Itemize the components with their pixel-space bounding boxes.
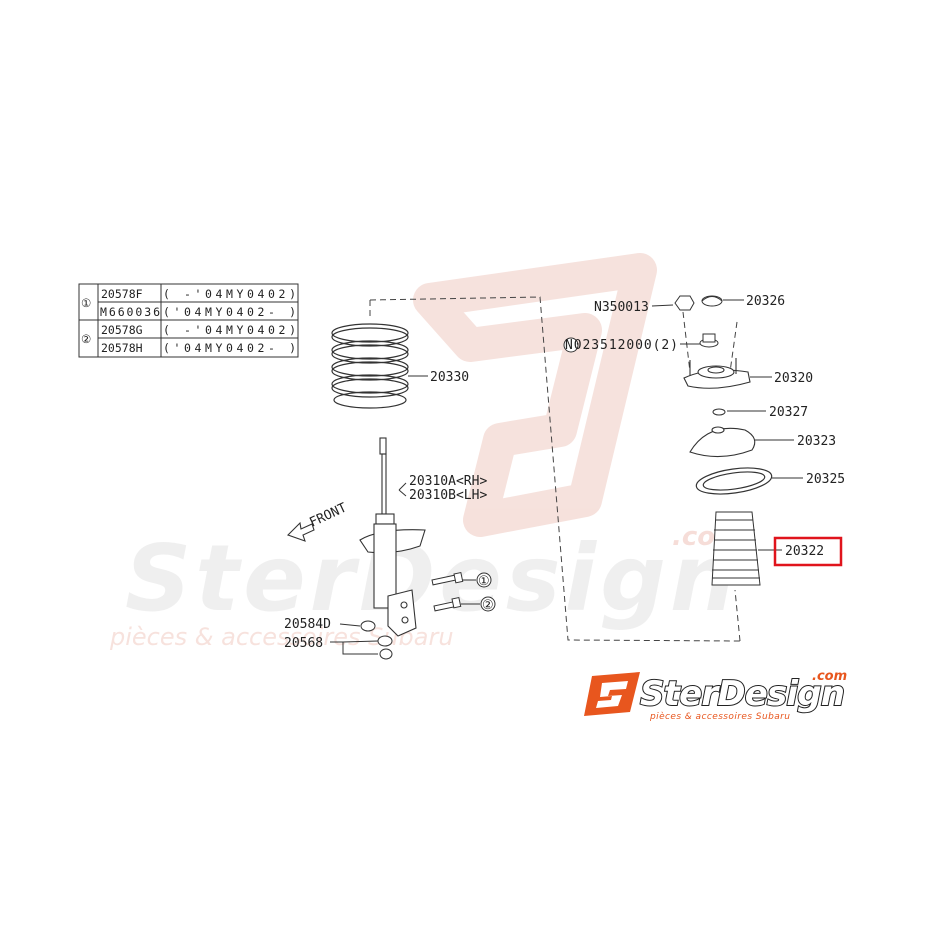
callout-nut-top: N350013 <box>594 300 649 315</box>
callout-nut-lower: 20568 <box>284 636 323 651</box>
logo-brand: SterDesign <box>640 674 845 714</box>
callout-washer: 20327 <box>769 405 808 420</box>
table-part-1: 20578F <box>101 287 143 301</box>
callout-strut-rh: 20310A<RH> <box>409 474 487 489</box>
table-range-3: ( -'04MY0402) <box>163 323 296 337</box>
table-range-2: ('04MY0402- ) <box>163 305 296 319</box>
spring-seat <box>689 426 756 458</box>
logo-domain: .com <box>812 669 847 684</box>
coil-spring <box>331 323 409 409</box>
callout-dust-boot: 20322 <box>785 544 824 559</box>
front-arrow-icon <box>286 521 315 542</box>
callout-nut-small: 20584D <box>284 617 331 632</box>
callout-bolt-1: ① <box>478 574 490 589</box>
callout-coil-spring: 20330 <box>430 370 469 385</box>
strut <box>359 437 426 637</box>
brand-logo: SterDesign .com pièces & accessoires Sub… <box>584 669 847 722</box>
dust-boot <box>711 511 761 586</box>
table-range-4: ('04MY0402- ) <box>163 341 296 355</box>
logo-mark-icon <box>584 672 640 716</box>
flange-nut <box>699 333 719 348</box>
highlight-box <box>773 536 843 567</box>
washer <box>712 408 726 416</box>
top-nut <box>674 295 695 311</box>
cap <box>701 295 723 307</box>
table-group-2: ② <box>81 332 91 346</box>
rubber-seat <box>695 467 773 495</box>
table-part-4: 20578H <box>101 341 143 355</box>
table-part-2: M660036 <box>100 305 160 319</box>
logo-tagline: pièces & accessoires Subaru <box>649 711 790 722</box>
assembly-outline <box>369 296 741 642</box>
nut-small <box>360 620 393 660</box>
callout-strut-lh: 20310B<LH> <box>409 488 487 503</box>
watermark-brand: SterDesign <box>125 525 739 632</box>
bolt-2 <box>433 596 462 612</box>
callout-cap: 20326 <box>746 294 785 309</box>
table-group-1: ① <box>81 296 91 310</box>
bolt-1 <box>431 571 464 586</box>
callout-nut-flange: N023512000(2) <box>565 338 678 353</box>
table-range-1: ( -'04MY0402) <box>163 287 296 301</box>
callout-bolt-2: ② <box>482 598 494 613</box>
callout-spring-seat: 20323 <box>797 434 836 449</box>
watermark-logo-shape <box>413 253 657 537</box>
watermark: SterDesign .com pièces & accessoires Sub… <box>109 253 742 651</box>
callout-rubber-seat: 20325 <box>806 472 845 487</box>
callout-mount: 20320 <box>774 371 813 386</box>
strut-mount <box>683 358 751 389</box>
table-part-3: 20578G <box>101 323 143 337</box>
part-table: ① ② 20578F ( -'04MY0402) M660036 ('04MY0… <box>78 283 299 358</box>
